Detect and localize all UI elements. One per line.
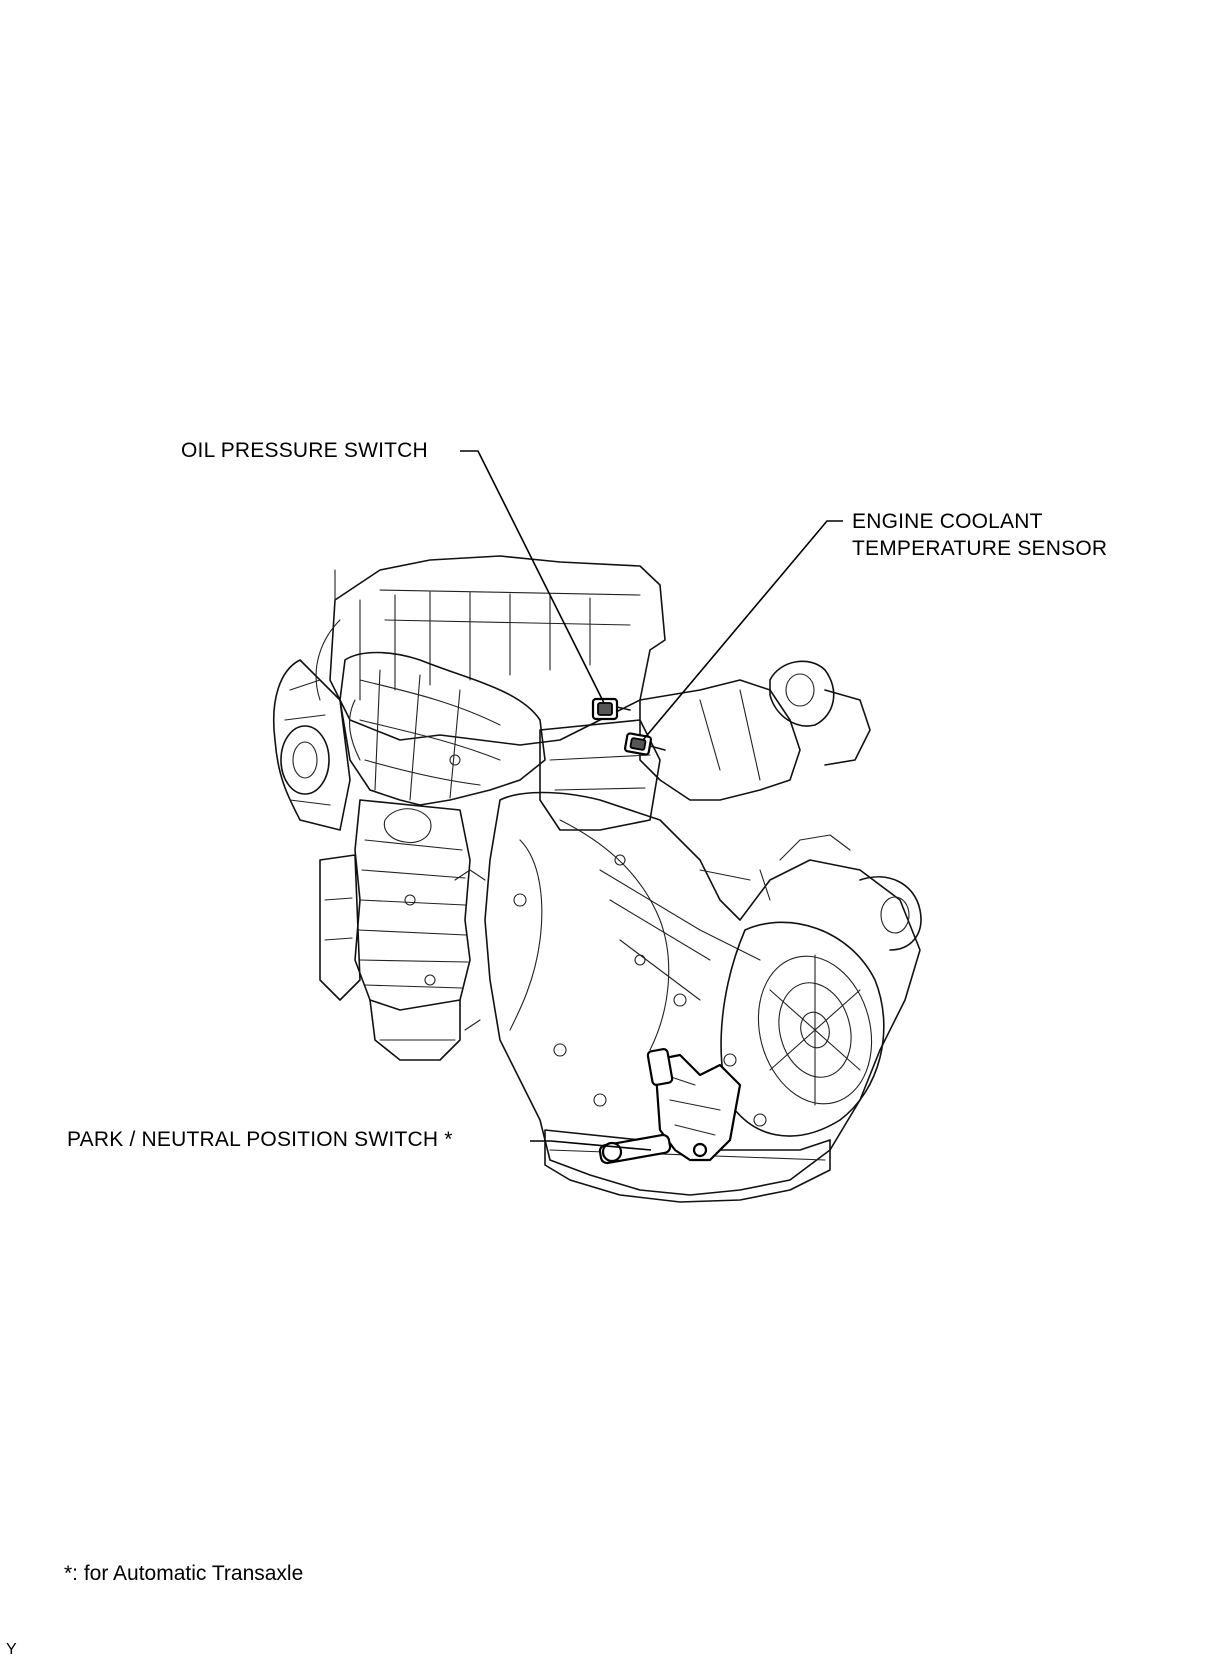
ect-sensor-text-line1: ENGINE COOLANT [852, 510, 1043, 533]
oil-pressure-switch-text: OIL PRESSURE SWITCH [181, 439, 428, 462]
engine-block-drawing [272, 555, 922, 1203]
oil-pressure-switch-label: OIL PRESSURE SWITCH [181, 437, 428, 464]
park-neutral-switch-text: PARK / NEUTRAL POSITION SWITCH * [67, 1128, 453, 1151]
park-neutral-switch-leader [530, 1140, 652, 1151]
park-neutral-position-switch-label: PARK / NEUTRAL POSITION SWITCH * [67, 1126, 453, 1153]
leader-lines [460, 450, 843, 1151]
corner-code: Y [6, 1641, 17, 1658]
ect-sensor-leader [642, 520, 843, 741]
ect-sensor-text-line2: TEMPERATURE SENSOR [852, 537, 1108, 560]
oil-pressure-switch-leader [460, 450, 605, 704]
oil-pressure-switch-part [591, 697, 631, 721]
footnote: *: for Automatic Transaxle [64, 1562, 304, 1585]
engine-coolant-temperature-sensor-label: ENGINE COOLANT TEMPERATURE SENSOR [852, 508, 1107, 562]
engine-coolant-temperature-sensor-part [623, 732, 666, 756]
